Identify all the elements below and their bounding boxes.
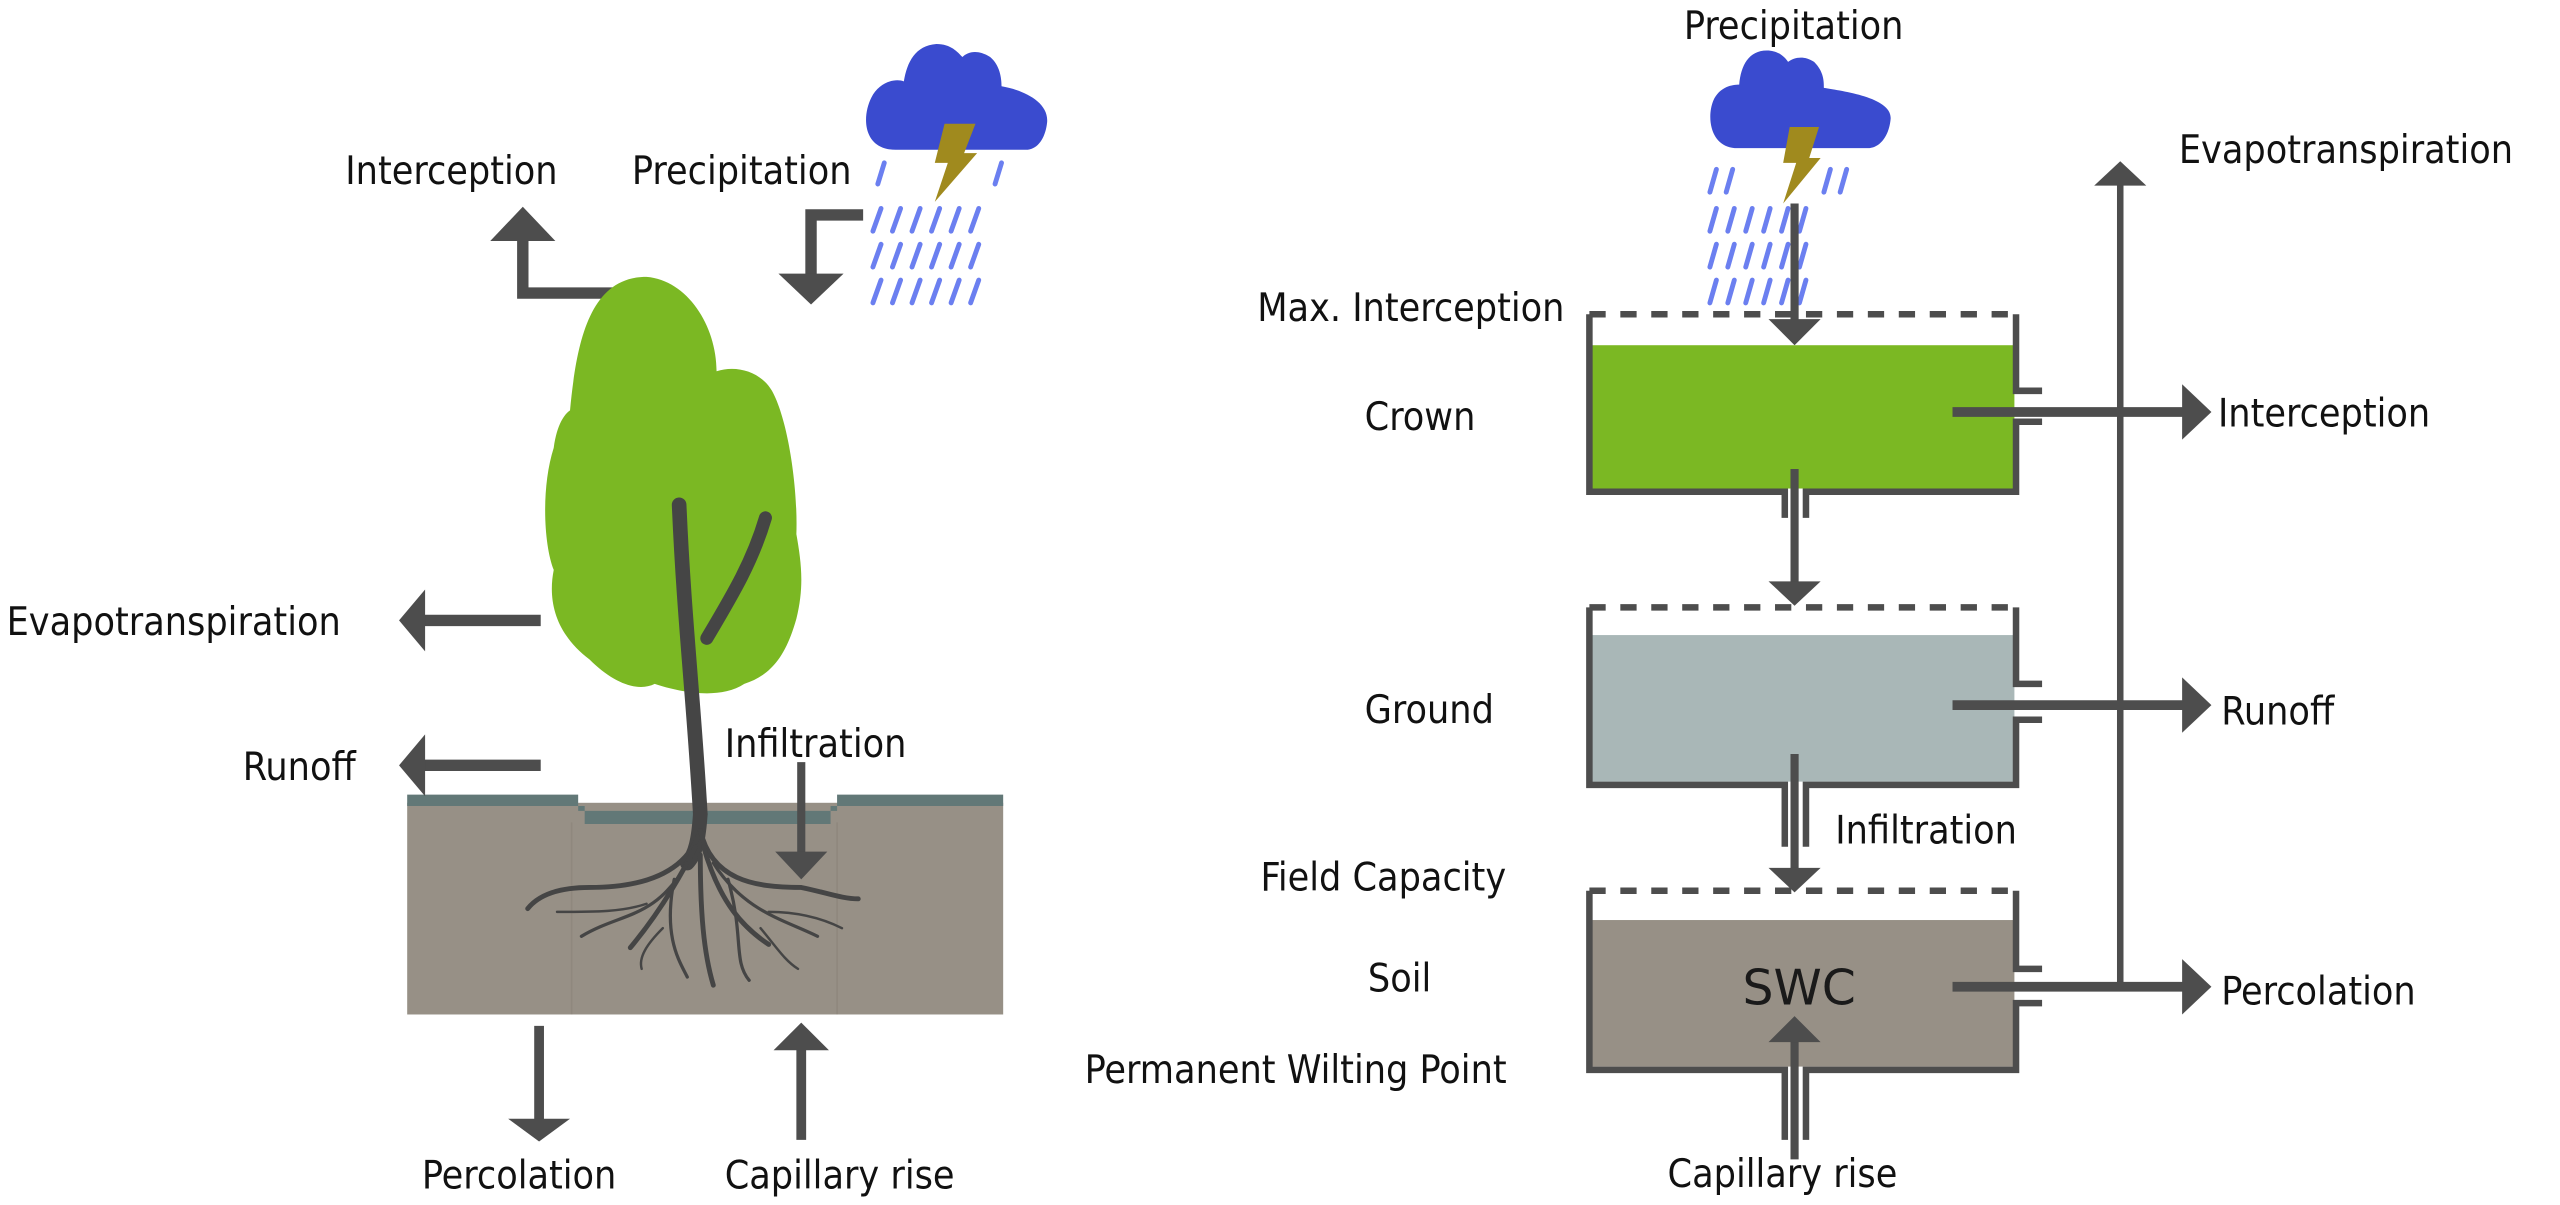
interception-arrow-right xyxy=(1952,384,2212,440)
runoff-arrow xyxy=(399,734,541,797)
swc-label: SWC xyxy=(1742,960,1855,1017)
percolation-arrow xyxy=(508,1025,571,1142)
precipitation-arrow xyxy=(778,209,864,305)
precipitation-arrow-right xyxy=(1768,203,1821,346)
ground-label: Ground xyxy=(1365,688,1494,733)
capillary-rise-label: Capillary rise xyxy=(725,1154,955,1199)
evapotranspiration-arrow-right xyxy=(2094,161,2147,987)
tree-roots xyxy=(525,828,861,988)
crown-storage xyxy=(1586,311,2043,606)
interception-arrow xyxy=(490,206,636,299)
runoff-label: Runoff xyxy=(243,745,357,790)
field-capacity-label: Field Capacity xyxy=(1260,856,1506,901)
runoff-label-right: Runoff xyxy=(2221,690,2335,735)
soil-storage xyxy=(1586,887,2043,1160)
lightning-icon-right xyxy=(1783,127,1821,204)
capillary-rise-label-right: Capillary rise xyxy=(1668,1152,1898,1197)
percolation-arrow-right xyxy=(1952,959,2212,1015)
infiltration-label-right: Infiltration xyxy=(1835,809,2017,854)
percolation-label-right: Percolation xyxy=(2221,970,2416,1015)
surface-water-layer xyxy=(407,794,1004,824)
max-interception-label: Max. Interception xyxy=(1257,286,1564,331)
rain-icon-right xyxy=(1707,166,1850,306)
infiltration-label: Infiltration xyxy=(725,722,907,767)
runoff-arrow-right xyxy=(1952,677,2212,733)
interception-label: Interception xyxy=(345,149,557,194)
cloud-icon-right xyxy=(1710,50,1891,149)
precipitation-label: Precipitation xyxy=(632,149,852,194)
percolation-label: Percolation xyxy=(422,1154,617,1199)
right-diagram: Precipitation Evapotranspiration xyxy=(1085,4,2513,1197)
precipitation-label-right: Precipitation xyxy=(1684,4,1904,49)
cloud-icon xyxy=(866,43,1048,150)
tree-crown xyxy=(545,276,802,694)
evapotranspiration-arrow xyxy=(399,589,541,652)
lightning-icon xyxy=(934,123,978,202)
soil-block xyxy=(407,794,1004,1015)
evapotranspiration-label: Evapotranspiration xyxy=(7,600,341,645)
infiltration-arrow xyxy=(775,762,828,880)
left-diagram: Interception Precipitation xyxy=(7,43,1048,1199)
interception-label-right: Interception xyxy=(2218,392,2430,437)
soil-label: Soil xyxy=(1368,957,1431,1002)
rain-icon xyxy=(873,160,1004,303)
ground-storage xyxy=(1586,604,2043,893)
permanent-wilting-point-label: Permanent Wilting Point xyxy=(1085,1048,1507,1093)
crown-label: Crown xyxy=(1365,395,1476,440)
capillary-rise-arrow xyxy=(773,1022,829,1140)
evapotranspiration-label-right: Evapotranspiration xyxy=(2179,128,2513,173)
